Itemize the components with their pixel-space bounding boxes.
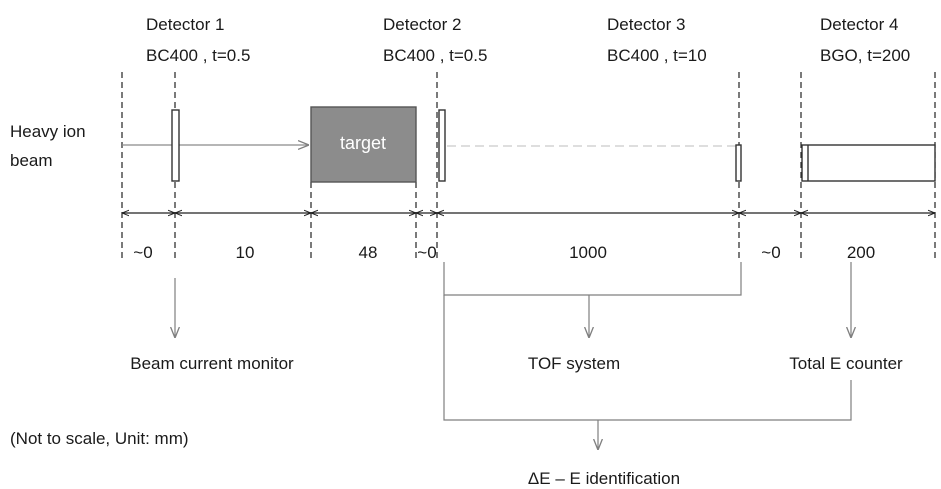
distance-label-2: 10	[236, 243, 255, 262]
detector-3-name: Detector 3	[607, 15, 685, 34]
de-e-bracket	[443, 295, 852, 421]
detector-4-spec: BGO, t=200	[820, 46, 910, 65]
detector-2-name: Detector 2	[383, 15, 461, 34]
target-label: target	[340, 133, 386, 153]
total-e-counter-label: Total E counter	[789, 354, 903, 373]
de-e-identification-label: ΔE – E identification	[528, 469, 680, 488]
detector-1-scintillator	[171, 109, 180, 182]
tof-system-label: TOF system	[528, 354, 620, 373]
detector-4-name: Detector 4	[820, 15, 898, 34]
detector-1-spec: BC400 , t=0.5	[146, 46, 250, 65]
detector-3-spec: BC400 , t=10	[607, 46, 707, 65]
distance-label-5: 1000	[569, 243, 607, 262]
beam-current-monitor-label: Beam current monitor	[130, 354, 294, 373]
scale-note: (Not to scale, Unit: mm)	[10, 429, 189, 448]
system-connectors	[175, 262, 851, 450]
detector-2-scintillator	[438, 109, 446, 182]
distance-label-1: ~0	[133, 243, 152, 262]
distance-label-3: 48	[359, 243, 378, 262]
distance-label-6: ~0	[761, 243, 780, 262]
distance-label-4: ~0	[417, 243, 436, 262]
detector-2-spec: BC400 , t=0.5	[383, 46, 487, 65]
detector-4-crystal	[801, 144, 936, 182]
detector-1-name: Detector 1	[146, 15, 224, 34]
distance-label-7: 200	[847, 243, 875, 262]
target-block	[310, 106, 417, 183]
beam-label-line2: beam	[10, 151, 53, 170]
tof-bracket	[443, 262, 742, 296]
beam-label-line1: Heavy ion	[10, 122, 86, 141]
detector-3-scintillator	[735, 144, 742, 182]
